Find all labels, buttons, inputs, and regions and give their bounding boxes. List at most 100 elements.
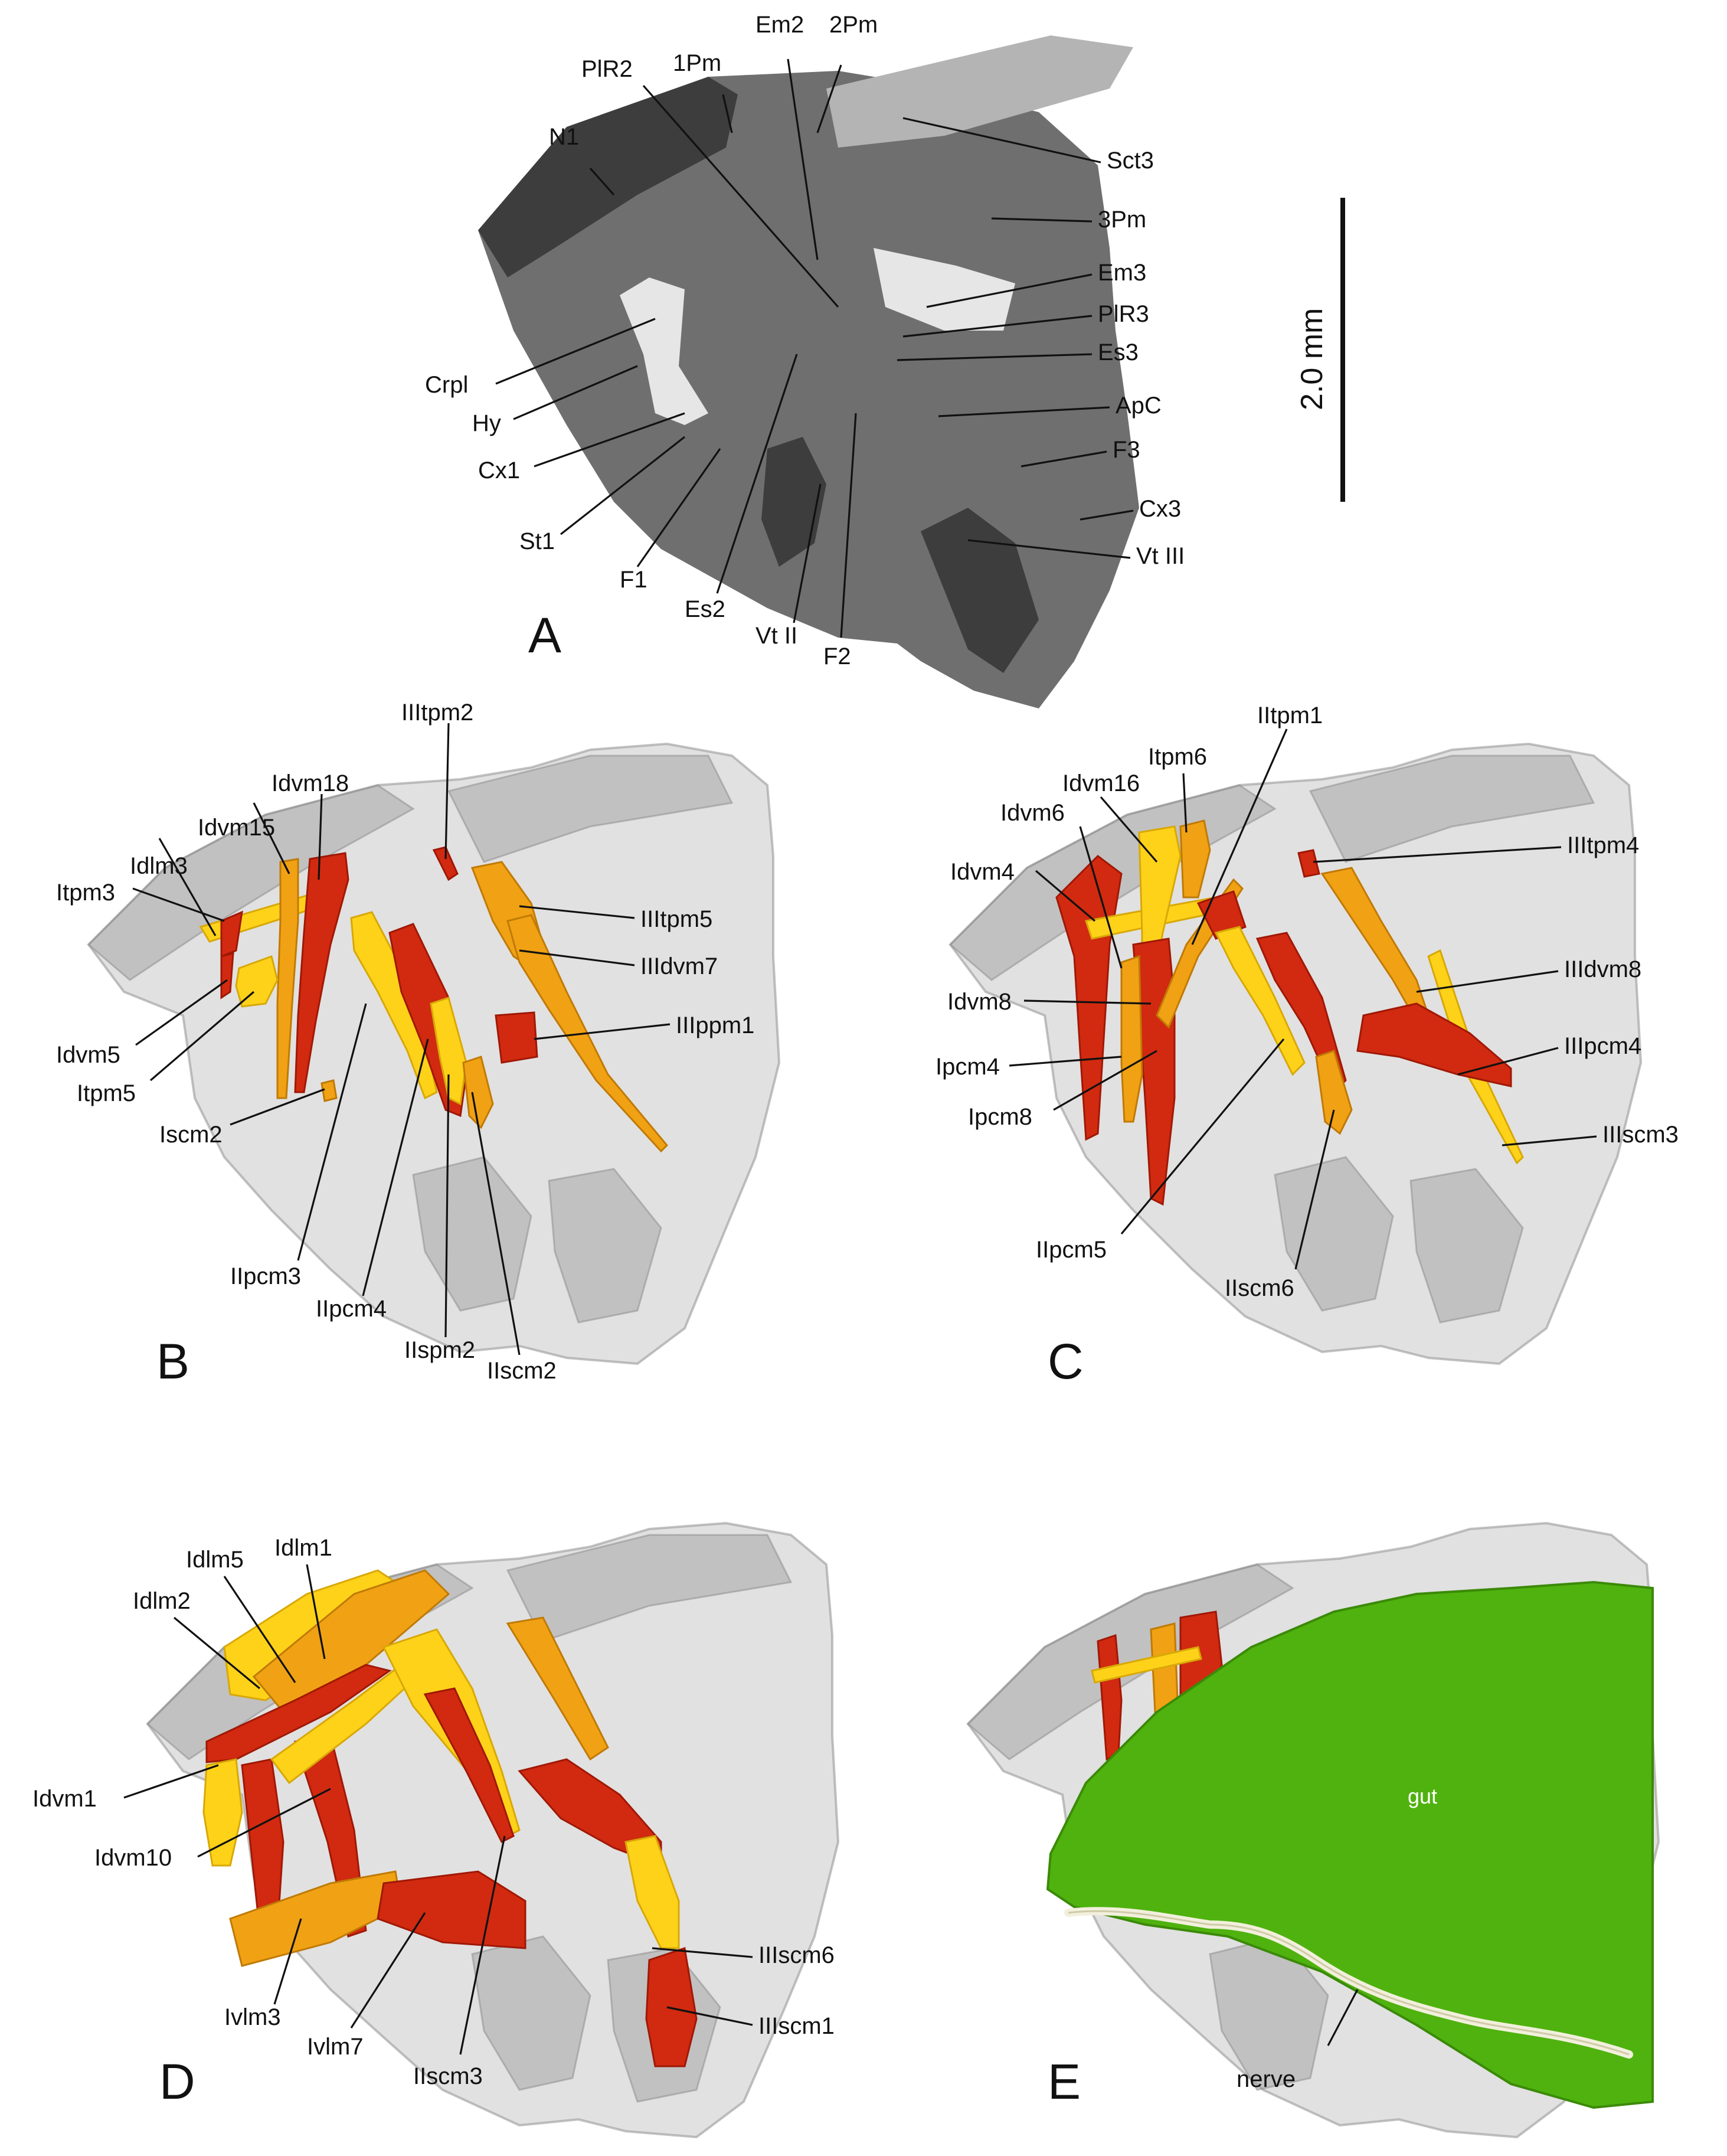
panel-e-leaders <box>1327 1989 1359 2046</box>
label-Ipcm4: Ipcm4 <box>936 1054 1000 1080</box>
label-IIIpcm4: IIIpcm4 <box>1564 1033 1641 1059</box>
label-IIIppm1: IIIppm1 <box>676 1012 754 1038</box>
label-VtIII: Vt III <box>1136 543 1185 569</box>
label-Idvm16: Idvm16 <box>1062 770 1140 796</box>
label-1Pm: 1Pm <box>673 50 721 76</box>
muscle-Itpm6 <box>1179 819 1211 899</box>
label-St1: St1 <box>519 528 555 554</box>
label-Cx3: Cx3 <box>1139 496 1181 522</box>
panel-letter-b: B <box>156 1334 189 1389</box>
scale-bar: 2.0 mm <box>1295 198 1345 502</box>
label-2Pm: 2Pm <box>829 12 878 38</box>
muscles-b <box>199 846 669 1153</box>
muscle-Idvm18 <box>294 852 349 1093</box>
muscle-IIspm2 <box>430 997 467 1106</box>
label-IIpcm5: IIpcm5 <box>1036 1237 1107 1263</box>
label-PlR3: PlR3 <box>1098 301 1149 327</box>
label-IIscm2: IIscm2 <box>487 1358 557 1384</box>
label-IIIdvm8: IIIdvm8 <box>1564 956 1641 982</box>
label-Itpm5: Itpm5 <box>77 1080 136 1106</box>
label-Idlm5: Idlm5 <box>186 1547 244 1573</box>
muscle-Itpm5 <box>235 955 279 1008</box>
label-Idvm1: Idvm1 <box>32 1786 97 1812</box>
label-Idvm8: Idvm8 <box>947 989 1012 1015</box>
label-IIscm3: IIscm3 <box>413 2063 483 2089</box>
panel-a: 2.0 mm N1 Pl <box>425 12 1345 708</box>
label-Em2: Em2 <box>755 12 804 38</box>
muscle-e-yellow-a <box>1091 1646 1202 1684</box>
label-Itpm6: Itpm6 <box>1148 744 1207 770</box>
label-N1: N1 <box>549 124 579 150</box>
panel-d: Idlm1 Idlm5 Idlm2 Idvm1 Idvm10 IIIscm6 I… <box>32 1521 840 2139</box>
panel-a-labels: N1 PlR2 1Pm Em2 2Pm Sct3 3Pm Em3 PlR3 Es… <box>425 12 1185 669</box>
muscle-IIIppm1 <box>495 1011 538 1064</box>
label-IIItpm5: IIItpm5 <box>640 906 712 932</box>
label-Idlm2: Idlm2 <box>133 1588 191 1614</box>
label-Idvm15: Idvm15 <box>198 815 275 841</box>
label-Hy: Hy <box>472 410 501 436</box>
panel-b-labels: Idlm3 Idvm15 Idvm18 IIItpm2 Itpm3 IIItpm… <box>56 700 754 1384</box>
muscle-Itpm3 <box>220 910 243 958</box>
label-Es2: Es2 <box>685 596 725 622</box>
label-Idlm1: Idlm1 <box>274 1535 332 1561</box>
gut-label: gut <box>1408 1784 1437 1808</box>
label-IIscm6: IIscm6 <box>1225 1275 1294 1301</box>
label-Idvm4: Idvm4 <box>950 859 1015 885</box>
label-F1: F1 <box>620 567 647 593</box>
muscle-IIpcm-red-d <box>423 1687 515 1844</box>
label-ApC: ApC <box>1116 393 1162 419</box>
label-Ivlm3: Ivlm3 <box>224 2004 281 2030</box>
muscle-IIIscm6 <box>624 1835 680 1949</box>
panel-c: IItpm1 Itpm6 Idvm16 Idvm6 Idvm4 IIItpm4 … <box>936 703 1679 1389</box>
panel-d-leaders <box>123 1564 753 2055</box>
label-VtII: Vt II <box>755 623 797 649</box>
label-Ivlm7: Ivlm7 <box>307 2034 364 2060</box>
muscle-Ipcm4 <box>1120 955 1143 1123</box>
label-IIIdvm7: IIIdvm7 <box>640 953 718 979</box>
label-Iscm2: Iscm2 <box>159 1122 223 1148</box>
label-nerve: nerve <box>1237 2066 1296 2092</box>
label-IIIscm3: IIIscm3 <box>1602 1122 1679 1148</box>
label-Es3: Es3 <box>1098 339 1139 365</box>
label-IIIscm1: IIIscm1 <box>758 2013 835 2039</box>
sem-thorax-image <box>478 35 1139 708</box>
label-3Pm: 3Pm <box>1098 207 1146 233</box>
muscle-IIpcm5-yellow <box>1214 926 1306 1076</box>
gut-structure <box>1046 1580 1654 2109</box>
panel-d-labels: Idlm1 Idlm5 Idlm2 Idvm1 Idvm10 IIIscm6 I… <box>32 1535 835 2089</box>
label-Crpl: Crpl <box>425 372 468 398</box>
label-Cx1: Cx1 <box>478 458 520 484</box>
label-PlR2: PlR2 <box>581 56 633 82</box>
label-Itpm3: Itpm3 <box>56 880 115 906</box>
muscle-Idvm1 <box>202 1758 243 1867</box>
label-IIItpm2: IIItpm2 <box>401 700 473 726</box>
muscle-IIItpm4 <box>1297 849 1320 878</box>
muscle-IIIdvm-d <box>506 1616 609 1761</box>
panel-letter-c: C <box>1048 1334 1084 1389</box>
panel-a-leaders <box>495 58 1134 638</box>
muscles-c <box>1055 819 1524 1206</box>
label-Em3: Em3 <box>1098 260 1146 286</box>
label-IIpcm4: IIpcm4 <box>316 1296 387 1322</box>
muscle-IIItpm2 <box>432 846 459 881</box>
muscle-IIscm6 <box>1315 1050 1353 1135</box>
panel-b: Idlm3 Idvm15 Idvm18 IIItpm2 Itpm3 IIItpm… <box>56 700 781 1389</box>
label-IItpm1: IItpm1 <box>1257 703 1323 729</box>
muscle-Iscm2 <box>320 1079 338 1102</box>
muscle-IIscm2 <box>462 1056 494 1129</box>
label-Ipcm8: Ipcm8 <box>968 1104 1032 1130</box>
muscle-Idvm15 <box>276 858 299 1099</box>
panel-letter-d: D <box>159 2054 195 2109</box>
panel-c-labels: IItpm1 Itpm6 Idvm16 Idvm6 Idvm4 IIItpm4 … <box>936 703 1679 1301</box>
scale-bar-label: 2.0 mm <box>1295 308 1329 410</box>
panel-c-leaders <box>1009 729 1597 1270</box>
panel-e: gut nerve E <box>966 1521 1660 2139</box>
label-F3: F3 <box>1113 437 1140 463</box>
nerve-outline <box>1068 1910 1630 2056</box>
label-F2: F2 <box>823 643 851 669</box>
muscle-IIpcm3 <box>350 911 438 1100</box>
label-Idvm6: Idvm6 <box>1000 800 1065 826</box>
label-IIspm2: IIspm2 <box>404 1337 475 1363</box>
muscle-IIIpcm4 <box>1356 1002 1512 1087</box>
